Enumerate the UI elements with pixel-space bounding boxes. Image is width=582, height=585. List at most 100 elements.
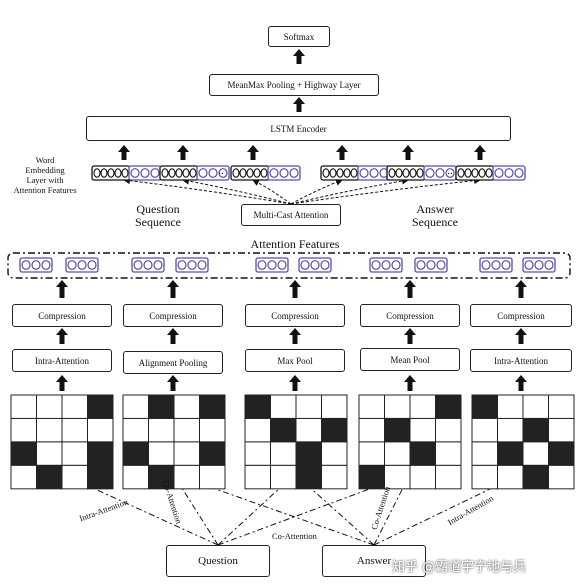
matrix-cell: [87, 394, 114, 419]
matrix-cell: [321, 464, 348, 490]
matrix-cell: [36, 441, 63, 466]
matrix-cell: [522, 464, 549, 490]
arrow-matrix-to-op-5: [515, 375, 527, 391]
matrix-cell: [471, 464, 498, 490]
arrow-op-to-compression-2: [167, 328, 179, 344]
attention-feature-vector-5: [255, 257, 289, 273]
matrix-cell: [36, 464, 63, 490]
matrix-cell: [61, 417, 88, 443]
watermark-text: 知乎 @霸道宇宁地与兵: [392, 560, 527, 575]
max-pool-node: Max Pool: [245, 349, 345, 372]
matrix-cell: [270, 394, 297, 419]
matrix-cell: [522, 394, 549, 419]
matrix-cell: [409, 394, 436, 419]
embedding-features-a-3: [492, 165, 526, 181]
lstm-encoder-node: LSTM Encoder: [86, 116, 511, 141]
arrow-compression-to-features-4: [404, 280, 416, 298]
attention-feature-vector-7: [369, 257, 403, 273]
matrix-cell: [358, 394, 385, 419]
arrow-embed-to-lstm-4: [336, 145, 348, 160]
arrow-op-to-compression-3: [289, 328, 301, 344]
matrix-cell: [548, 441, 575, 466]
matrix-cell: [435, 464, 462, 490]
matrix-cell: [548, 417, 575, 443]
embedding-features-q-2: [196, 165, 230, 181]
arrow-compression-to-features-3: [289, 280, 301, 298]
matrix-cell: [270, 464, 297, 490]
matrix-cell: [295, 394, 322, 419]
matrix-cell: [471, 441, 498, 466]
question-sequence-label: Question Sequence: [135, 202, 181, 229]
embedding-digits-a-2: [386, 165, 426, 181]
matrix-cell: [87, 417, 114, 443]
multicast-edge-1: [123, 177, 292, 205]
matrix-cell: [10, 417, 37, 443]
matrix-cell: [148, 441, 175, 466]
matrix-cell: [122, 394, 149, 419]
matrix-cell: [173, 394, 200, 419]
alignment-pooling-node: Alignment Pooling: [123, 351, 223, 374]
matrix-cell: [295, 417, 322, 443]
matrix-cell: [409, 417, 436, 443]
matrix-cell: [435, 417, 462, 443]
arrow-embed-to-lstm-6: [474, 145, 486, 160]
matrix-cell: [384, 394, 411, 419]
question-node: Question: [166, 545, 270, 577]
arrow-op-to-compression-1: [56, 328, 68, 344]
arrow-pooling-to-softmax: [293, 49, 305, 64]
matrix-cell: [522, 441, 549, 466]
matrix-cell: [295, 464, 322, 490]
matrix-cell: [497, 464, 524, 490]
attention-matrix-3: [244, 394, 348, 490]
word-embedding-label: Word Embedding Layer with Attention Feat…: [13, 155, 77, 195]
attention-matrices: [10, 394, 575, 490]
intra-attention-node-left: Intra-Attention: [12, 349, 112, 372]
embedding-features-q-3: [267, 165, 301, 181]
matrix-cell: [435, 441, 462, 466]
embedding-digits-q-3: [230, 165, 270, 181]
attention-matrix-1: [10, 394, 114, 490]
matrix-cell: [173, 417, 200, 443]
matrix-cell: [244, 394, 271, 419]
compression-node-1: Compression: [12, 304, 112, 327]
arrow-op-to-compression-5: [515, 328, 527, 344]
matrix-cell: [321, 394, 348, 419]
arrow-lstm-to-pooling: [293, 97, 305, 112]
attention-feature-vector-8: [414, 257, 448, 273]
attention-feature-vector-4: [175, 257, 209, 273]
arrow-compression-to-features-1: [56, 280, 68, 298]
matrix-cell: [321, 441, 348, 466]
matrix-cell: [173, 464, 200, 490]
matrix-cell: [358, 417, 385, 443]
compression-node-4: Compression: [360, 304, 460, 327]
matrix-cell: [358, 441, 385, 466]
meanmax-pooling-node: MeanMax Pooling + Highway Layer: [209, 74, 379, 96]
multi-cast-attention-node: Multi-Cast Attention: [241, 204, 341, 226]
matrix-cell: [384, 441, 411, 466]
compression-node-3: Compression: [245, 304, 345, 327]
matrix-cell: [471, 417, 498, 443]
matrix-cell: [548, 464, 575, 490]
answer-sequence-label: Answer Sequence: [412, 202, 458, 229]
matrix-cell: [173, 441, 200, 466]
matrix-cell: [270, 417, 297, 443]
arrow-op-to-compression-4: [404, 328, 416, 344]
matrix-cell: [61, 441, 88, 466]
matrix-cell: [244, 417, 271, 443]
softmax-node: Softmax: [268, 26, 330, 47]
matrix-cell: [548, 394, 575, 419]
attention-matrix-4: [358, 394, 462, 490]
multicast-edge-6: [290, 177, 481, 205]
matrix-cell: [148, 394, 175, 419]
matrix-cell: [384, 417, 411, 443]
arrow-matrix-to-op-3: [289, 375, 301, 391]
matrix-cell: [270, 441, 297, 466]
matrix-cell: [36, 394, 63, 419]
attention-matrix-5: [471, 394, 575, 490]
matrix-cell: [199, 394, 226, 419]
matrix-cell: [384, 464, 411, 490]
matrix-cell: [471, 394, 498, 419]
attention-feature-vector-10: [522, 257, 556, 273]
multicast-edge-5: [290, 177, 409, 205]
matrix-cell: [295, 441, 322, 466]
